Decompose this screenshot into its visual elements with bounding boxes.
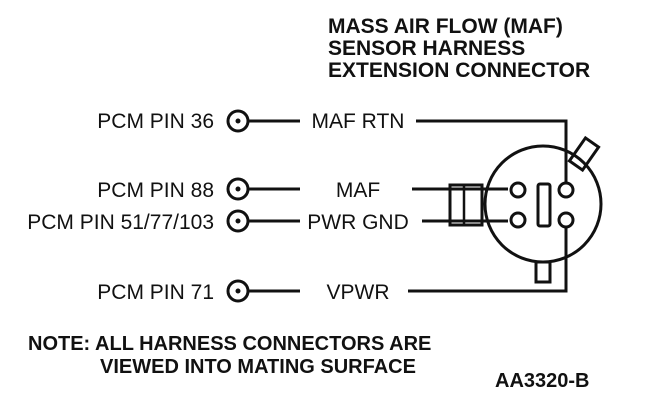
terminal-51-77-103 <box>226 209 250 233</box>
figure-id: AA3320-B <box>495 370 589 392</box>
pcm-pin-label-36: PCM PIN 36 <box>97 110 214 133</box>
terminal-36 <box>226 109 250 133</box>
title-line-1: MASS AIR FLOW (MAF) <box>328 15 563 38</box>
signal-label-vpwr: VPWR <box>327 281 390 304</box>
terminal-88 <box>226 177 250 201</box>
note-line-1: NOTE: ALL HARNESS CONNECTORS ARE <box>28 333 431 355</box>
title-line-3: EXTENSION CONNECTOR <box>328 59 590 82</box>
pcm-pin-label-51-77-103: PCM PIN 51/77/103 <box>27 211 214 234</box>
maf-connector <box>448 135 603 284</box>
wire-right-vpwr <box>408 226 568 293</box>
title-line-2: SENSOR HARNESS <box>328 37 525 60</box>
signal-label-pwr-gnd: PWR GND <box>307 211 409 234</box>
terminal-71 <box>226 279 250 303</box>
wire-right-maf-rtn <box>416 119 568 182</box>
signal-label-maf-rtn: MAF RTN <box>312 110 405 133</box>
note-line-2: VIEWED INTO MATING SURFACE <box>100 356 416 378</box>
pcm-pin-label-71: PCM PIN 71 <box>97 281 214 304</box>
pcm-pin-label-88: PCM PIN 88 <box>97 179 214 202</box>
signal-label-maf: MAF <box>336 179 380 202</box>
